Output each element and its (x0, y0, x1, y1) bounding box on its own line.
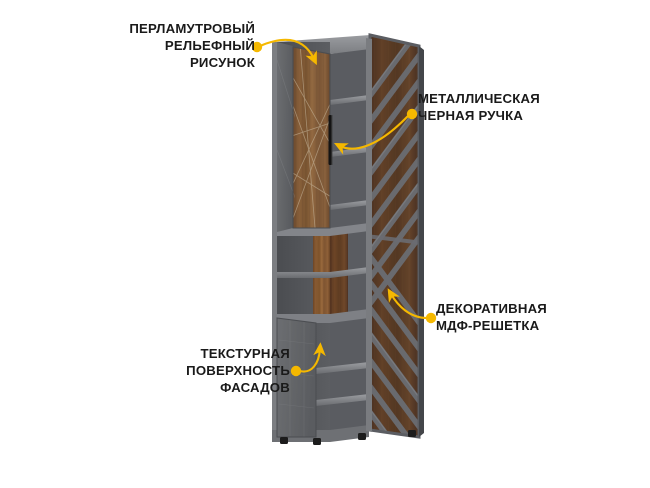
door-handle-metal-black[interactable] (328, 115, 332, 165)
callout-label-texture: ТЕКСТУРНАЯ ПОВЕРХНОСТЬ ФАСАДОВ (186, 346, 290, 395)
shelf (316, 394, 369, 406)
arrow-texture (299, 342, 326, 373)
horizontal-divider (275, 309, 369, 323)
leg (358, 433, 366, 440)
callout-dot-lattice (425, 312, 437, 324)
callout-label-handle: МЕТАЛЛИЧЕСКАЯ ЧЕРНАЯ РУЧКА (418, 91, 540, 123)
callout-label-pearl: ПЕРЛАМУТРОВЫЙ РЕЛЬЕФНЫЙ РИСУНОК (129, 21, 255, 70)
middle-open-niche (277, 267, 369, 278)
shelf (330, 200, 369, 210)
leg (313, 438, 321, 445)
cabinet-bottom-board (272, 425, 369, 442)
upper-glass-door[interactable] (277, 42, 345, 240)
shelf (316, 362, 369, 374)
leg (280, 437, 288, 444)
shelf (330, 95, 369, 105)
side-lattice-panel (366, 33, 424, 439)
arrow-lattice (387, 288, 428, 320)
arrow-handle (333, 115, 409, 155)
arrow-pearl (259, 38, 317, 66)
horizontal-divider (275, 223, 369, 236)
callout-dot-handle (406, 108, 418, 120)
shelf (277, 267, 369, 278)
leg (408, 430, 416, 437)
callout-label-lattice: ДЕКОРАТИВНАЯ МДФ-РЕШЕТКА (436, 301, 547, 333)
door-left-panel (277, 42, 293, 232)
callout-dot-pearl (251, 41, 263, 53)
cabinet-legs (280, 430, 416, 445)
lower-door[interactable] (276, 317, 317, 438)
callout-dot-texture (290, 365, 302, 377)
lower-open-shelves (316, 362, 369, 406)
carcass-left-edge (272, 42, 277, 437)
